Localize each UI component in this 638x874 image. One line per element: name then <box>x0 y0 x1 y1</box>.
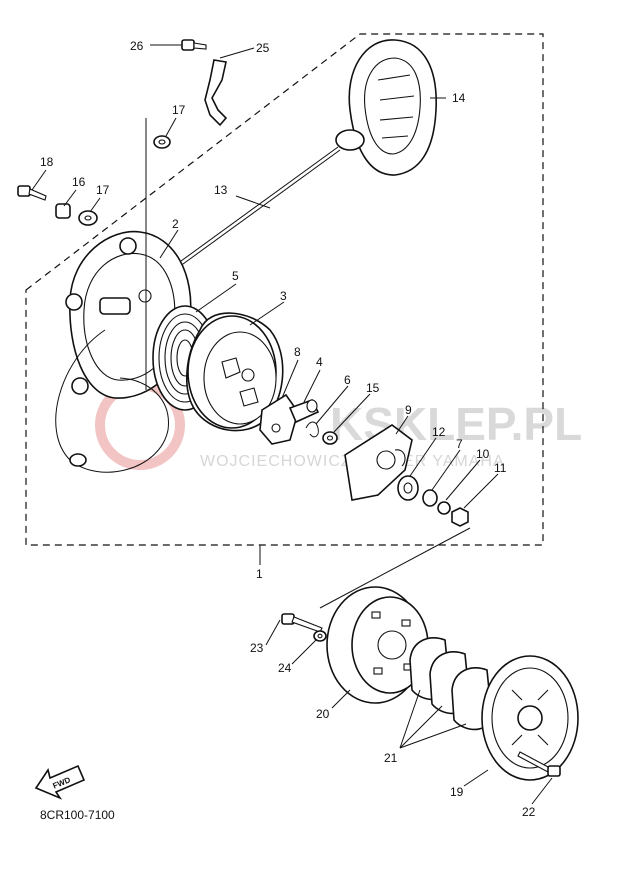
return-spring <box>288 399 320 424</box>
callout-24: 24 <box>278 661 292 675</box>
callout-labels: 26 25 17 18 16 17 13 2 5 3 8 4 6 15 9 12… <box>40 39 536 819</box>
bolt-22 <box>517 751 561 777</box>
spring-washer <box>437 501 451 515</box>
assembly-to-drum-leader <box>319 527 471 609</box>
spring-6 <box>305 421 319 438</box>
callout-10: 10 <box>476 447 490 461</box>
nut-17-upper <box>153 135 171 149</box>
callout-26: 26 <box>130 39 144 53</box>
callout-17-upper: 17 <box>172 103 186 117</box>
rope-guide-tube <box>55 329 169 473</box>
callout-6: 6 <box>344 373 351 387</box>
callout-4: 4 <box>316 355 323 369</box>
damper-plates <box>409 636 493 731</box>
fwd-arrow-icon: FWD <box>34 764 86 800</box>
callout-23: 23 <box>250 641 264 655</box>
clip-25 <box>204 59 228 127</box>
bolt-23 <box>281 613 323 633</box>
sheave-drum <box>186 312 284 432</box>
callout-13: 13 <box>214 183 228 197</box>
callout-7: 7 <box>456 437 463 451</box>
callout-9: 9 <box>405 403 412 417</box>
callout-22: 22 <box>522 805 536 819</box>
plate-washer <box>422 489 438 507</box>
catalog-code: 8CR100-7100 <box>40 808 115 822</box>
bolt-26 <box>181 39 207 51</box>
callout-14: 14 <box>452 91 466 105</box>
callout-25: 25 <box>256 41 270 55</box>
starter-rope <box>169 146 341 273</box>
callout-18: 18 <box>40 155 54 169</box>
callout-19: 19 <box>450 785 464 799</box>
collar-16 <box>55 203 71 219</box>
callout-leaders <box>31 44 553 805</box>
nut-17-lower <box>78 210 98 226</box>
pawl <box>259 393 299 445</box>
bolt-18 <box>17 185 47 201</box>
callout-2: 2 <box>172 217 179 231</box>
callout-8: 8 <box>294 345 301 359</box>
callout-11: 11 <box>494 461 507 475</box>
callout-20: 20 <box>316 707 330 721</box>
callout-3: 3 <box>280 289 287 303</box>
pulley-hub <box>481 655 579 781</box>
starter-pulley <box>326 586 429 704</box>
callout-17-lower: 17 <box>96 183 110 197</box>
callout-1: 1 <box>256 567 263 581</box>
callout-5: 5 <box>232 269 239 283</box>
callout-15: 15 <box>366 381 380 395</box>
drive-plate <box>344 424 413 501</box>
nut-11 <box>451 507 469 527</box>
nut-15 <box>322 431 338 445</box>
assembly-boundary <box>25 33 544 546</box>
washer-24 <box>313 630 327 642</box>
callout-12: 12 <box>432 425 446 439</box>
friction-spring <box>397 475 419 501</box>
callout-16: 16 <box>72 175 86 189</box>
callout-21: 21 <box>384 751 398 765</box>
starter-handle <box>335 39 437 176</box>
